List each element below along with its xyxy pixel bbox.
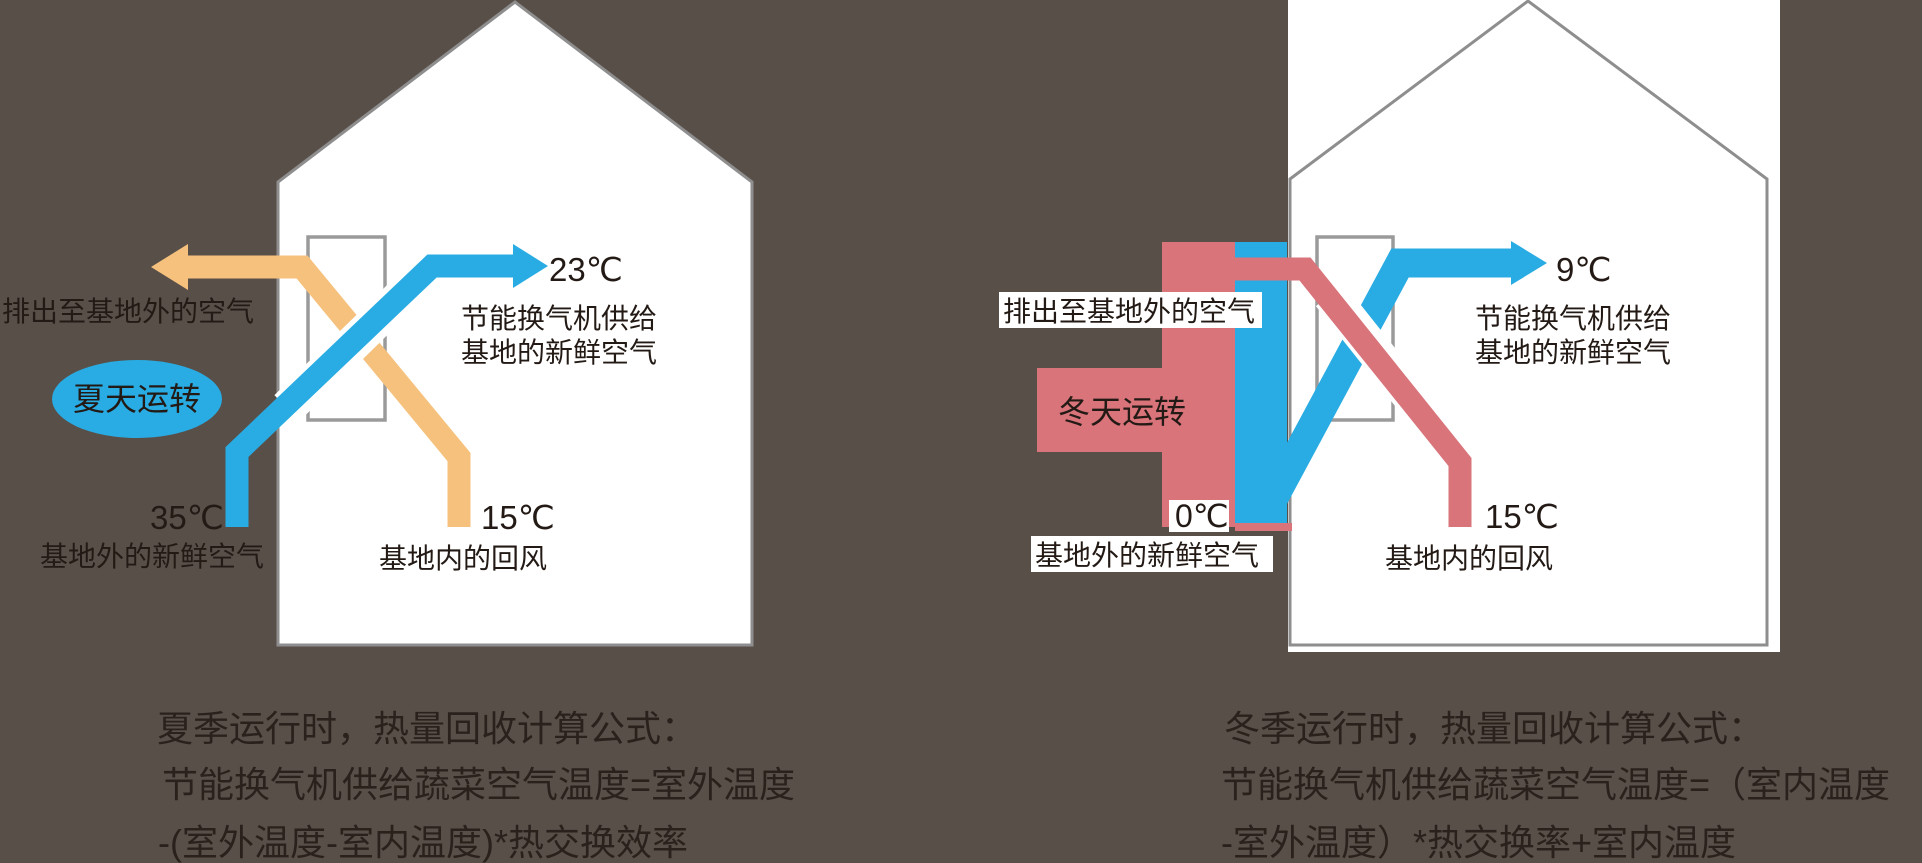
summer-formula-line2: 节能换气机供给蔬菜空气温度=室外温度 — [162, 764, 795, 805]
winter-return-temp: 15℃ — [1485, 498, 1559, 535]
winter-formula-line2: 节能换气机供给蔬菜空气温度=（室内温度 — [1221, 764, 1890, 805]
summer-exhaust-flow — [186, 255, 471, 527]
winter-badge-block — [1037, 368, 1162, 452]
winter-diagram: 排出至基地外的空气 冬天运转 0℃ 基地外的新鲜空气 15℃ 基地内的回风 9℃… — [999, 0, 1890, 863]
summer-exhaust-label: 排出至基地外的空气 — [2, 296, 254, 327]
winter-house — [1288, 0, 1769, 647]
summer-outdoor-label: 基地外的新鲜空气 — [40, 541, 264, 572]
winter-outdoor-label-highlight — [1031, 536, 1273, 572]
summer-badge-label: 夏天运转 — [73, 381, 201, 417]
summer-supply-temp: 23℃ — [549, 251, 623, 288]
summer-house — [276, 0, 754, 647]
winter-exhaust-sliver — [1235, 523, 1292, 531]
summer-badge-ellipse — [52, 360, 222, 438]
summer-supply-label-line1: 节能换气机供给 — [461, 303, 657, 334]
winter-exhaust-block — [1162, 242, 1235, 527]
winter-exhaust-flow — [1162, 257, 1472, 527]
winter-outdoor-temp: 0℃ — [1175, 498, 1229, 534]
summer-exhaust-arrowhead-icon — [151, 244, 188, 290]
summer-supply-flow — [225, 254, 516, 527]
summer-formula-line3: -(室外温度-室内温度)*热交换效率 — [158, 822, 688, 863]
winter-outdoor-temp-highlight — [1169, 500, 1229, 532]
summer-formula-line1: 夏季运行时，热量回收计算公式： — [157, 708, 697, 749]
winter-exhaust-label: 排出至基地外的空气 — [1003, 296, 1255, 327]
summer-return-label: 基地内的回风 — [379, 543, 547, 574]
summer-diagram: 排出至基地外的空气 夏天运转 35℃ 基地外的新鲜空气 15℃ 基地内的回风 2… — [2, 0, 795, 863]
winter-supply-label-line2: 基地的新鲜空气 — [1475, 337, 1671, 368]
winter-supply-temp: 9℃ — [1556, 251, 1611, 288]
summer-supply-arrowhead-icon — [513, 244, 548, 288]
summer-supply-label-line2: 基地的新鲜空气 — [461, 337, 657, 368]
summer-return-temp: 15℃ — [481, 499, 555, 536]
winter-supply-arrowhead-icon — [1511, 241, 1547, 285]
winter-exhaust-label-highlight — [999, 292, 1262, 328]
winter-outdoor-label: 基地外的新鲜空气 — [1035, 540, 1259, 571]
winter-badge-label: 冬天运转 — [1058, 394, 1186, 430]
winter-supply-flow — [1257, 248, 1514, 512]
winter-supply-label-line1: 节能换气机供给 — [1475, 303, 1671, 334]
winter-return-label: 基地内的回风 — [1385, 543, 1553, 574]
winter-formula-line1: 冬季运行时，热量回收计算公式： — [1224, 708, 1764, 749]
winter-formula-line3: -室外温度）*热交换率+室内温度 — [1221, 822, 1736, 863]
summer-outdoor-temp: 35℃ — [150, 499, 224, 536]
